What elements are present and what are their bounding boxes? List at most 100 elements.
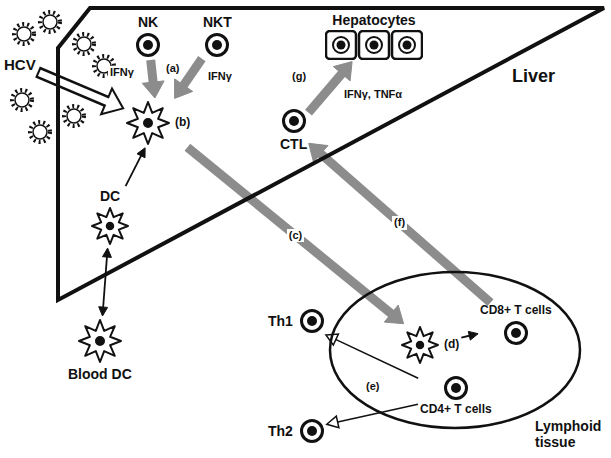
cell-nucleus — [143, 40, 153, 50]
arrow-head — [175, 79, 193, 99]
arrow-head — [333, 62, 352, 81]
dendritic-cell: DC — [90, 188, 130, 246]
organ-region: Liver NK NKT Hepatocytes (b) CTL DC — [0, 0, 611, 305]
cell-membrane — [138, 35, 159, 56]
blood-dc: Blood DC — [68, 318, 132, 382]
node-label: Hepatocytes — [332, 12, 415, 28]
cell-membrane — [301, 311, 322, 332]
arrow-shaft — [187, 147, 392, 314]
hepatocytes: Hepatocytes — [325, 12, 423, 60]
hepatocyte-nucleus-ring — [366, 37, 382, 53]
liver-border — [58, 8, 604, 300]
dendrite-outline — [92, 208, 128, 244]
cell-nucleus — [94, 335, 106, 347]
arrow-head — [468, 331, 478, 340]
node-label: (d) — [444, 338, 459, 352]
node-label: (b) — [175, 116, 190, 130]
arrow-head — [103, 248, 112, 257]
cell-membrane — [445, 378, 466, 399]
edge-label: IFNγ, TNFα — [342, 88, 404, 101]
dendritic-cell-icon — [90, 206, 130, 246]
nk-cell: NK — [135, 14, 161, 58]
hepatocyte-nucleus-ring — [333, 37, 349, 53]
cell-membrane — [505, 322, 526, 343]
dendritic-cell-icon — [125, 100, 171, 146]
arrow-shaft — [103, 256, 107, 308]
cell-membrane — [207, 35, 228, 56]
arrow-head — [384, 305, 403, 324]
edge-label: IFNγ — [108, 66, 136, 79]
cell-nucleus — [289, 116, 299, 126]
hepatocyte-nucleus — [337, 41, 346, 50]
edge-label: (c) — [287, 229, 304, 242]
cd4-t-cell: CD4+ T cells — [420, 375, 492, 417]
activated-dc: (b) — [125, 100, 190, 146]
node-label: DC — [100, 188, 120, 204]
cell-nucleus — [415, 340, 425, 350]
callout-letter: (a) — [164, 62, 181, 75]
hepatocyte-cell — [326, 31, 356, 59]
ctl-cell: CTL — [280, 108, 307, 152]
callout-letter: (e) — [364, 380, 381, 393]
virus-label: HCV — [4, 56, 36, 73]
node-label: Th1 — [268, 313, 293, 329]
hepatocyte-nucleus-ring — [399, 37, 415, 53]
hepatocyte-icons — [325, 30, 423, 60]
cell-membrane — [283, 111, 304, 132]
hcv-virions — [12, 12, 114, 142]
dendritic-cell-icon — [77, 318, 123, 364]
dendrite-outline — [79, 320, 121, 362]
connector-arrow — [99, 248, 112, 316]
lymphoid-dc: (d) — [400, 325, 459, 365]
cell-icon — [299, 308, 325, 334]
nkt-cell: NKT — [203, 14, 232, 58]
hepatocyte-cell — [392, 31, 422, 59]
cell-nucleus — [307, 426, 317, 436]
arrow-head — [99, 307, 108, 316]
node-label: Liver — [512, 66, 555, 87]
cell-nucleus — [142, 117, 154, 129]
hepatocyte-nucleus — [403, 41, 412, 50]
cell-nucleus — [105, 221, 115, 231]
arrow-shaft — [183, 59, 202, 86]
dendrite-outline — [402, 327, 438, 363]
cell-icon — [204, 32, 230, 58]
cell-icon — [503, 320, 529, 346]
arrow-shaft — [337, 404, 418, 422]
arrow-shaft — [39, 73, 110, 103]
arrow-shaft — [309, 73, 343, 113]
cell-nucleus — [307, 316, 317, 326]
cell-icon — [135, 32, 161, 58]
arrow-head — [327, 416, 339, 428]
node-label: HCV — [4, 56, 36, 73]
hepatocyte-cell — [359, 31, 389, 59]
node-label: Th2 — [268, 423, 293, 439]
callout-letter: (g) — [290, 70, 308, 83]
cell-membrane — [301, 421, 322, 442]
node-label: NK — [138, 14, 158, 30]
dendritic-cell-icon — [400, 325, 440, 365]
arrow-shaft — [126, 155, 142, 186]
cd8-t-cell: CD8+ T cells — [480, 304, 552, 346]
dendrite-outline — [127, 102, 169, 144]
edge-label: (f) — [392, 216, 407, 229]
cell-nucleus — [511, 328, 521, 338]
edge-label: IFNγ — [206, 70, 234, 83]
connector-arrow — [461, 331, 478, 340]
node-label: CTL — [280, 136, 307, 152]
connector-arrow — [326, 334, 418, 378]
node-label: CD8+ T cells — [480, 304, 552, 318]
arrow-head — [142, 81, 164, 98]
th1-cell: Th1 — [268, 308, 325, 334]
th2-cell: Th2 — [268, 418, 325, 444]
node-label: NKT — [203, 14, 232, 30]
hepatocyte-nucleus — [370, 41, 379, 50]
cell-nucleus — [212, 40, 222, 50]
cell-icon — [281, 108, 307, 134]
node-label: Lymphoid tissue — [535, 418, 607, 450]
cell-icon — [299, 418, 325, 444]
cell-nucleus — [451, 383, 461, 393]
